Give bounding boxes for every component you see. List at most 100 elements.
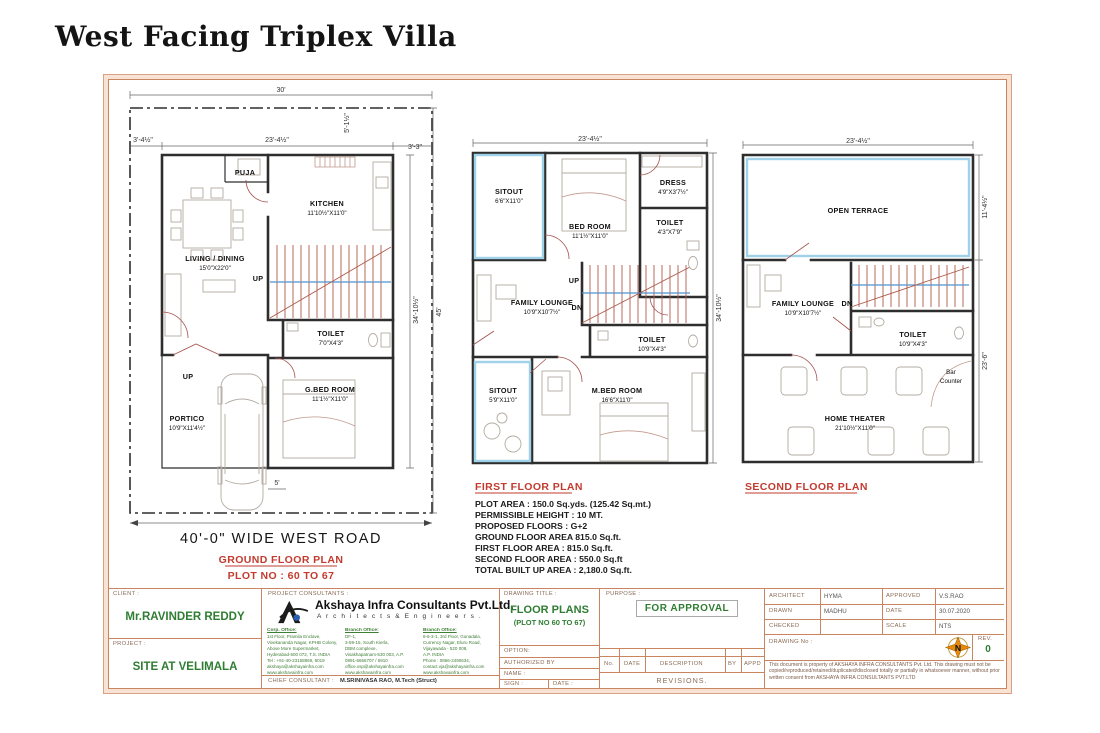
rev-date-header: DATE (624, 661, 641, 667)
scale-label: SCALE (886, 623, 907, 629)
ground-stairs (269, 245, 392, 319)
dim-30ft: 30' (276, 87, 285, 94)
ground-plan-title: GROUND FLOOR PLAN PLOT NO : 60 TO 67 (219, 554, 344, 582)
family-label: FAMILY LOUNGE (511, 298, 573, 307)
divider (500, 679, 599, 680)
corp-office: Corp. Office: 1st Floor, Pramila Enclave… (267, 628, 340, 674)
divider (262, 675, 499, 676)
mbed-label: M.BED ROOM (592, 386, 643, 395)
divider (882, 589, 883, 634)
first-sitout2 (473, 360, 532, 463)
second-plan-title: SECOND FLOOR PLAN (745, 481, 867, 494)
dim-3-4: 3'-4½" (133, 136, 153, 144)
office-line: www.akshayainfra.com (423, 670, 470, 674)
client-name: Mr.RAVINDER REDDY (125, 611, 245, 623)
bed-size: 11'1½"X11'0" (572, 233, 608, 240)
akshaya-logo-icon (278, 600, 309, 624)
rev-label: REV. (978, 636, 993, 642)
option-label: OPTION: (504, 648, 530, 654)
area-line-5: FIRST FLOOR AREA : 815.0 Sq.ft. (475, 543, 613, 553)
second-stairs (850, 265, 970, 308)
office-line: 1st Floor, Pramila Enclave, (267, 634, 321, 639)
scale-value: NTS (939, 623, 952, 630)
gbed-size: 11'1½"X11'0" (312, 396, 348, 403)
family-label: FAMILY LOUNGE (772, 299, 834, 308)
first-plan-title: FIRST FLOOR PLAN (475, 481, 583, 494)
office-line: Vivekananda Nagar, KPHB Colony, (267, 640, 338, 645)
purpose-cell: PURPOSE : FOR APPROVAL No. DATE DESCRIPT… (600, 589, 765, 688)
north-letter: N (955, 643, 961, 653)
up-label: UP (569, 276, 580, 285)
chief-consultant-value: M.SRINIVASA RAO, M.Tech (Struct) (340, 678, 437, 684)
dim-5-1: 5'-1½" (343, 113, 351, 133)
up-entry-label: UP (183, 372, 194, 381)
second-room-labels: OPEN TERRACE FAMILY LOUNGE 10'9"X10'7½" … (772, 206, 962, 432)
ground-plan-title-text: GROUND FLOOR PLAN (219, 554, 344, 566)
client-label: CLIENT : (113, 591, 140, 597)
sign-label: SIGN : (504, 681, 524, 687)
office-line: Tel : +91-40-23158869, 8019 (267, 658, 325, 663)
theater-size: 21'10½"X11'0" (835, 425, 875, 432)
office-line: office.vsp@akshayainfra.com (345, 664, 404, 669)
divider (500, 668, 599, 669)
divider (619, 648, 620, 672)
toilet-label: TOILET (899, 330, 927, 339)
disclaimer-text: This document is property of AKSHAYA INF… (769, 662, 1000, 681)
area-line-6: SECOND FLOOR AREA : 550.0 Sq.ft (475, 554, 623, 564)
sitout2-size: 5'9"X11'0" (489, 397, 517, 404)
dress-label: DRESS (660, 178, 686, 187)
first-room-labels: SITOUT 6'6"X11'0" BED ROOM 11'1½"X11'0" … (489, 178, 688, 404)
checked-label: CHECKED (769, 623, 800, 629)
firm-name: Akshaya Infra Consultants Pvt.Ltd. (315, 598, 514, 612)
area-statement: PLOT AREA : 150.0 Sq.yds. (125.42 Sq.mt.… (475, 499, 651, 575)
branch-office-2: Branch Office: 8-6-3-1, 3rd Floor, Gunad… (423, 628, 496, 674)
first-furniture (476, 155, 706, 462)
office-line: www.akshayainfra.com (267, 670, 314, 674)
divider (645, 648, 646, 672)
date-meta-value: 30.07.2020 (939, 608, 970, 615)
divider (935, 589, 936, 634)
ground-walls (160, 153, 395, 470)
office-line: DBM complexe, (345, 646, 377, 651)
dim-5ft: 5' (274, 480, 279, 487)
ground-doors (161, 179, 296, 379)
rev-value: 0 (985, 644, 991, 655)
toilet2-size: 10'9"X4'3" (638, 346, 666, 353)
dn-label: DN (842, 299, 853, 308)
divider (548, 679, 549, 688)
dim-height: 34'-10½" (715, 294, 723, 322)
dim-terrace-height: 11'-4½" (981, 195, 989, 219)
drawn-label: DRAWN (769, 608, 793, 614)
name-label: NAME : (504, 671, 526, 677)
drawing-no-label: DRAWING No : (769, 639, 813, 645)
divider (765, 660, 1004, 661)
bar-label-1: Bar (946, 369, 956, 376)
family-size: 10'9"X10'7½" (785, 310, 822, 317)
toilet1-label: TOILET (656, 218, 684, 227)
sheet-border (103, 74, 1012, 694)
family-size: 10'9"X10'7½" (524, 309, 561, 316)
office-line: Above More Supermarket, (267, 646, 320, 651)
divider (765, 634, 1004, 635)
sitout2-label: SITOUT (489, 386, 517, 395)
office-line: akshaya@akshayainfra.com (267, 664, 324, 669)
ground-plot-no: PLOT NO : 60 TO 67 (228, 570, 335, 582)
purpose-label: PURPOSE : (606, 591, 641, 597)
divider (600, 648, 764, 649)
office-line: DF-1, (345, 634, 357, 639)
date-label: DATE : (553, 681, 574, 687)
living-size: 15'0"X22'0" (199, 265, 231, 272)
second-recliners (780, 366, 950, 456)
drawing-subtitle: (PLOT NO 60 TO 67) (513, 618, 586, 627)
office-line: 8-6-3-1, 3rd Floor, Gunadala, (423, 634, 482, 639)
dim-width: 23'-4½" (578, 135, 602, 143)
office-heading: Branch Office: (345, 628, 379, 633)
kitchen-size: 11'10½"X11'0" (307, 210, 346, 217)
second-floor-plan: 23'-4½" 11'-4½" 23'-6" OPEN TERRACE FAMI… (741, 137, 989, 494)
second-fixtures (746, 264, 972, 408)
office-line: 0891-6666707 / 6910 (345, 658, 388, 663)
architect-label: ARCHITECT (769, 593, 805, 599)
page-title: West Facing Triplex Villa (55, 20, 457, 53)
client-cell: CLIENT : Mr.RAVINDER REDDY PROJECT : SIT… (109, 589, 262, 688)
sitout1-size: 6'6"X11'0" (495, 198, 523, 205)
